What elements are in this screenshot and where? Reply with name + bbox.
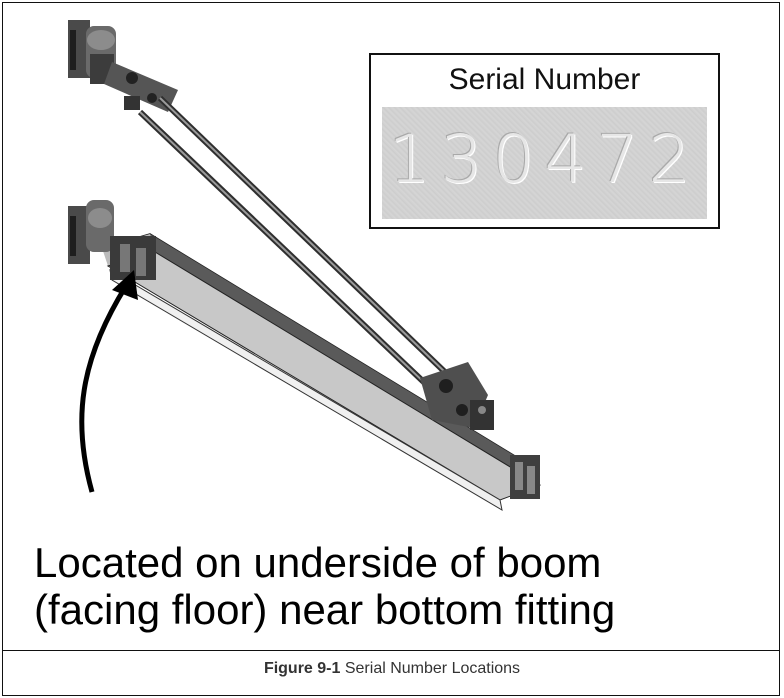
figure-caption: Figure 9-1 Serial Number Locations — [0, 660, 784, 678]
location-callout-line-2: (facing floor) near bottom fitting — [34, 586, 616, 633]
boom-beam — [100, 233, 542, 511]
serial-number-digits: 130472 — [388, 121, 701, 198]
caption-divider — [3, 650, 779, 651]
tie-rods — [137, 95, 451, 391]
serial-number-plate: 130472 — [382, 107, 707, 219]
serial-number-inset: Serial Number 130472 — [369, 53, 720, 229]
location-callout-line-1: Located on underside of boom — [34, 539, 602, 586]
figure-label: Figure 9-1 — [263, 660, 341, 677]
figure-title: Serial Number Locations — [344, 660, 521, 677]
upper-wall-bracket — [68, 20, 116, 84]
jib-crane-illustration — [68, 20, 542, 511]
lower-wall-bracket — [68, 200, 156, 280]
boom-rod-fitting — [420, 362, 494, 430]
boom-end-fitting — [510, 455, 540, 499]
serial-number-title: Serial Number — [448, 63, 641, 96]
callout-arrow — [79, 270, 138, 493]
